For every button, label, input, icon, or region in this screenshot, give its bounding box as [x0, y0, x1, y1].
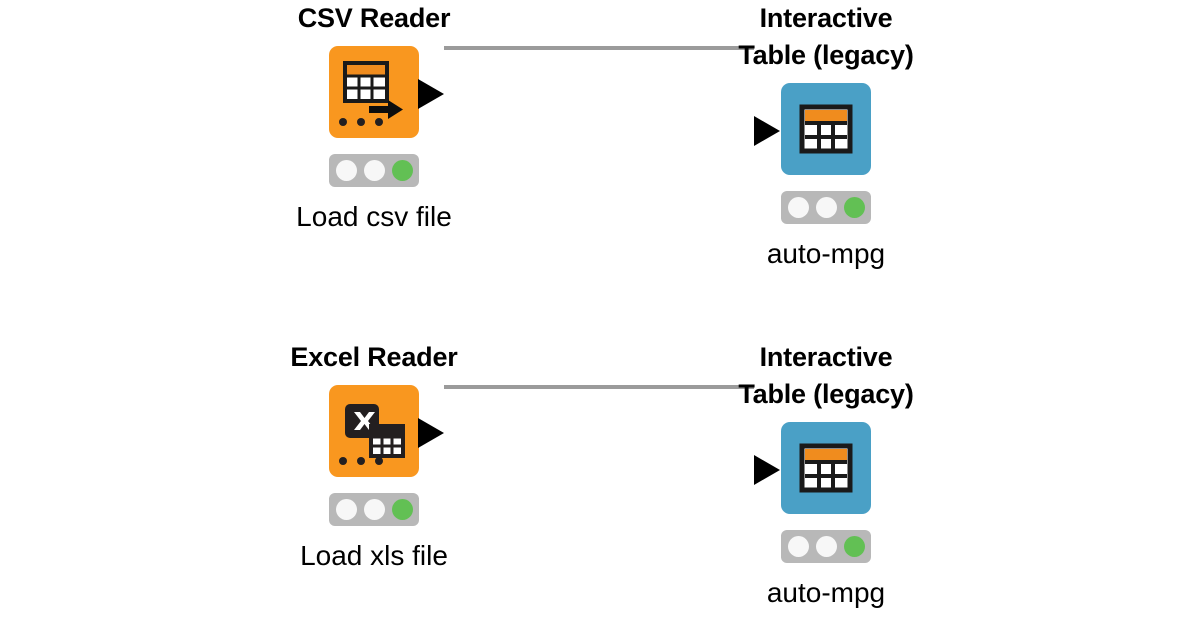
node-title-interactive-table-csv: Interactive Table (legacy)	[738, 3, 914, 70]
status-light-executed	[843, 197, 865, 218]
node-label-interactive-table-csv: auto-mpg	[766, 238, 886, 269]
node-title-csv-reader: CSV Reader	[297, 3, 451, 33]
input-port-interactive-table-excel[interactable]	[754, 455, 780, 485]
status-light-executed	[391, 160, 413, 181]
node-box-interactive-table-excel[interactable]	[781, 422, 871, 514]
node-interactive-table-csv[interactable]: Interactive Table (legacy)	[696, 0, 956, 271]
status-light-executed	[391, 499, 413, 520]
node-status-interactive-table-excel	[781, 530, 871, 563]
node-title-interactive-table-excel: Interactive Table (legacy)	[738, 342, 914, 409]
node-csv-reader[interactable]: CSV Reader	[244, 0, 504, 234]
status-light-idle	[335, 160, 357, 181]
node-box-csv-reader[interactable]	[329, 46, 419, 138]
node-status-csv-reader	[329, 154, 419, 187]
status-light-executed	[843, 536, 865, 557]
node-title-excel-reader: Excel Reader	[290, 342, 458, 372]
output-port-excel-reader[interactable]	[418, 418, 444, 448]
status-light-running	[815, 536, 837, 557]
node-box-interactive-table-csv[interactable]	[781, 83, 871, 175]
node-status-interactive-table-csv	[781, 191, 871, 224]
node-excel-reader[interactable]: Excel Reader	[244, 339, 504, 573]
status-light-idle	[787, 536, 809, 557]
node-file-dots-csv	[339, 118, 383, 126]
status-light-idle	[787, 197, 809, 218]
interactive-table-icon	[781, 83, 871, 175]
node-file-dots-excel	[339, 457, 383, 465]
node-body-excel-reader[interactable]	[244, 385, 504, 479]
node-label-csv-reader: Load csv file	[296, 201, 452, 232]
node-body-interactive-table-csv[interactable]	[696, 83, 956, 177]
node-status-excel-reader	[329, 493, 419, 526]
connector-excel-to-table[interactable]	[444, 385, 754, 389]
connector-csv-to-table[interactable]	[444, 46, 754, 50]
workflow-row-csv: CSV Reader	[244, 0, 956, 271]
node-label-excel-reader: Load xls file	[300, 540, 448, 571]
node-interactive-table-excel[interactable]: Interactive Table (legacy)	[696, 339, 956, 610]
node-box-excel-reader[interactable]	[329, 385, 419, 477]
status-light-idle	[335, 499, 357, 520]
status-light-running	[363, 160, 385, 181]
status-light-running	[363, 499, 385, 520]
interactive-table-icon	[781, 422, 871, 514]
status-light-running	[815, 197, 837, 218]
node-body-interactive-table-excel[interactable]	[696, 422, 956, 516]
node-body-csv-reader[interactable]	[244, 46, 504, 140]
output-port-csv-reader[interactable]	[418, 79, 444, 109]
workflow-row-excel: Excel Reader	[0, 339, 1200, 630]
node-label-interactive-table-excel: auto-mpg	[766, 577, 886, 608]
input-port-interactive-table-csv[interactable]	[754, 116, 780, 146]
